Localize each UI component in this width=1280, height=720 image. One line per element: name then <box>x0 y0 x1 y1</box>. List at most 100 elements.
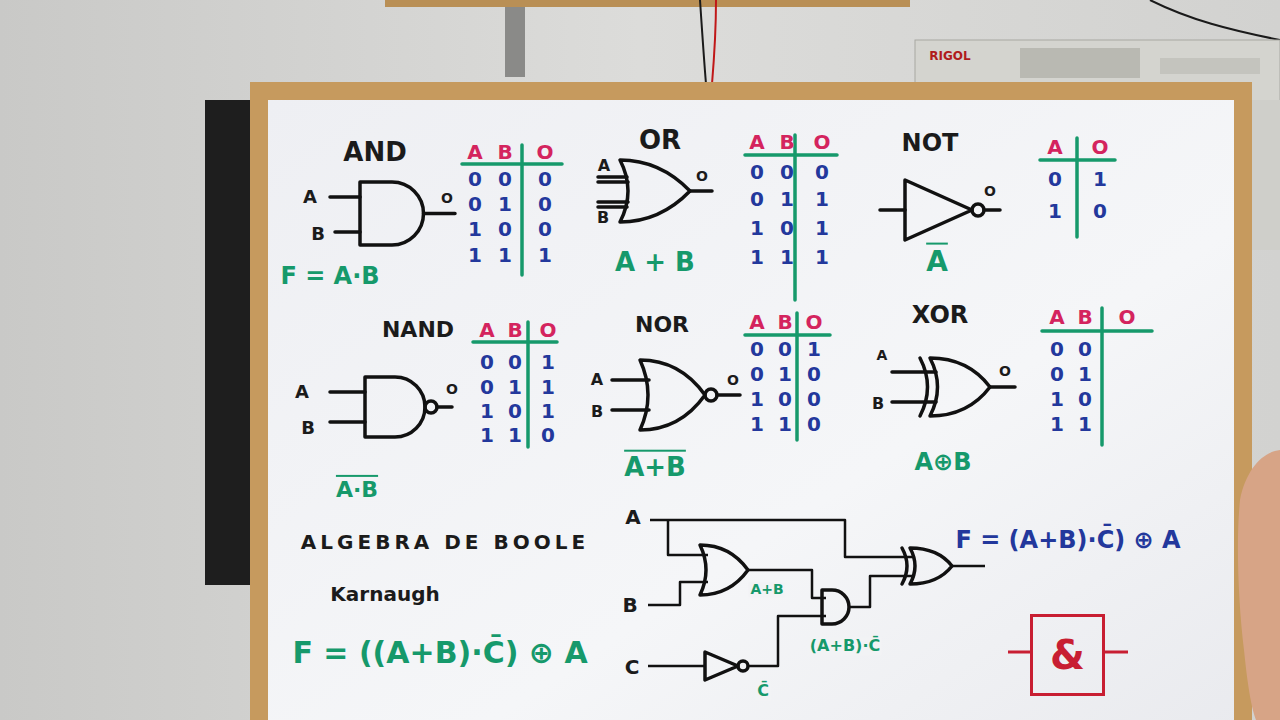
signal-name: C <box>625 656 640 678</box>
truth-table-grid <box>1042 308 1152 445</box>
truth-table-cell: 1 <box>750 388 764 410</box>
truth-table-cell: 1 <box>780 246 794 268</box>
gate-wire <box>892 372 1015 402</box>
truth-table-cell: 1 <box>1078 363 1092 385</box>
truth-table-cell: 1 <box>1078 413 1092 435</box>
truth-table-cell: 0 <box>468 193 482 215</box>
truth-table-cell: 0 <box>750 363 764 385</box>
truth-table-cell: 0 <box>1048 168 1062 190</box>
truth-table-header: O <box>805 311 822 333</box>
xor-gate-symbol <box>930 358 990 416</box>
truth-table-cell: 0 <box>1078 338 1092 360</box>
inverter-bubble <box>972 204 984 216</box>
truth-table-cell: 0 <box>538 168 552 190</box>
shelf-bracket <box>505 7 525 77</box>
gate-name: AND <box>343 138 406 167</box>
pin-name: B <box>872 395 884 413</box>
output-name: O <box>696 169 708 184</box>
pin-name: A <box>295 382 309 402</box>
pin-name: A <box>598 157 610 175</box>
nand-gate-symbol <box>365 377 425 437</box>
output-name: O <box>727 373 739 388</box>
boolean-expression: F = A·B <box>280 263 379 289</box>
pin-name: A <box>877 348 888 363</box>
truth-table-cell: 0 <box>807 388 821 410</box>
truth-table-header: B <box>1077 306 1092 328</box>
truth-table-header: A <box>467 141 482 163</box>
oscilloscope-side <box>1250 100 1280 250</box>
truth-table-cell: 1 <box>815 246 829 268</box>
circuit-wire <box>748 570 826 598</box>
xor-gate-curve <box>920 358 928 416</box>
truth-table-grid <box>745 135 837 300</box>
gate-wire <box>598 177 712 207</box>
truth-table-header: O <box>813 131 830 153</box>
inverter-bubble <box>738 661 748 671</box>
not-gate-symbol <box>905 180 972 240</box>
truth-table-cell: 0 <box>508 400 522 422</box>
circuit-wire <box>648 665 705 668</box>
truth-table-header: O <box>1118 306 1135 328</box>
truth-table-header: A <box>1047 136 1062 158</box>
brand-name: RIGOL <box>929 50 970 63</box>
truth-table-cell: 0 <box>1050 363 1064 385</box>
truth-table-cell: 1 <box>508 424 522 446</box>
gate-name: NAND <box>382 318 454 342</box>
inverter-bubble <box>425 401 437 413</box>
truth-table-header: B <box>777 311 792 333</box>
output-name: O <box>441 191 453 206</box>
gate-name: OR <box>639 126 681 155</box>
dark-panel <box>205 100 255 585</box>
hand <box>1238 450 1280 720</box>
boolean-expression: A⊕B <box>915 449 972 475</box>
truth-table-cell: 0 <box>750 161 764 183</box>
truth-table-cell: 0 <box>538 193 552 215</box>
and-gate-symbol <box>360 182 424 245</box>
method-name: Karnaugh <box>330 583 439 605</box>
truth-table-header: B <box>779 131 794 153</box>
signal-name: B <box>622 594 637 616</box>
gate-name: NOT <box>902 130 959 156</box>
truth-table-cell: 0 <box>780 217 794 239</box>
xor-gate-curve <box>902 548 907 584</box>
truth-table-cell: 0 <box>750 188 764 210</box>
truth-table-header: O <box>1091 136 1108 158</box>
heading: ALGEBRA DE BOOLE <box>301 531 589 553</box>
truth-table-cell: 1 <box>750 413 764 435</box>
truth-table-cell: 0 <box>778 388 792 410</box>
whiteboard <box>268 100 1234 720</box>
truth-table-cell: 1 <box>1093 168 1107 190</box>
truth-table-cell: 1 <box>508 376 522 398</box>
truth-table-cell: 1 <box>1048 200 1062 222</box>
boolean-expression: F = ((A+B)·C̄) ⊕ A <box>292 636 587 669</box>
gate-wire <box>612 380 740 410</box>
truth-table-cell: 0 <box>807 363 821 385</box>
truth-table-cell: 1 <box>498 193 512 215</box>
truth-table-cell: 1 <box>780 188 794 210</box>
truth-table-cell: 1 <box>468 218 482 240</box>
cable <box>700 0 706 84</box>
boolean-expression: A <box>926 247 948 278</box>
truth-table-cell: 0 <box>1050 338 1064 360</box>
oscilloscope-panel <box>1020 48 1140 78</box>
truth-table-header: O <box>539 319 556 341</box>
truth-table-cell: 0 <box>541 424 555 446</box>
truth-table-cell: 0 <box>1093 200 1107 222</box>
pin-name: A <box>591 371 603 389</box>
truth-table-cell: 1 <box>541 351 555 373</box>
output-name: O <box>984 184 996 199</box>
truth-table-cell: 1 <box>807 338 821 360</box>
shelf <box>385 0 910 7</box>
truth-table-cell: 0 <box>498 218 512 240</box>
truth-table-header: A <box>1049 306 1064 328</box>
truth-table-header: O <box>536 141 553 163</box>
truth-table-cell: 0 <box>778 338 792 360</box>
truth-table-cell: 1 <box>541 400 555 422</box>
truth-table-cell: 1 <box>750 246 764 268</box>
truth-table-cell: 0 <box>750 338 764 360</box>
truth-table-cell: 1 <box>468 244 482 266</box>
truth-table-cell: 0 <box>780 161 794 183</box>
truth-table-header: A <box>749 131 764 153</box>
or-gate-symbol <box>700 545 748 595</box>
